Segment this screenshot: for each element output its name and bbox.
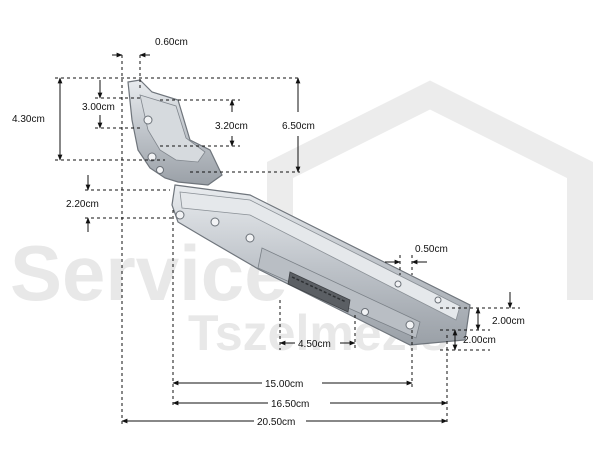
label-4-30cm: 4.30cm <box>12 114 45 125</box>
label-20-50cm: 20.50cm <box>257 417 295 428</box>
label-2-00cm-upper: 2.00cm <box>492 316 525 327</box>
dimension-labels: 0.60cm 3.00cm 4.30cm 3.20cm 6.50cm 2.20c… <box>12 37 525 428</box>
label-4-50cm: 4.50cm <box>298 339 331 350</box>
label-6-50cm: 6.50cm <box>282 121 315 132</box>
label-0-50cm: 0.50cm <box>415 244 448 255</box>
label-3-00cm: 3.00cm <box>82 102 115 113</box>
label-2-20cm: 2.20cm <box>66 199 99 210</box>
dimension-lines <box>55 52 520 425</box>
label-3-20cm: 3.20cm <box>215 121 248 132</box>
house-watermark-icon <box>267 80 593 300</box>
label-2-00cm-lower: 2.00cm <box>463 335 496 346</box>
label-15-00cm: 15.00cm <box>265 379 303 390</box>
oven-hinge-image <box>127 79 471 346</box>
label-16-50cm: 16.50cm <box>271 399 309 410</box>
label-0-60cm: 0.60cm <box>155 37 188 48</box>
